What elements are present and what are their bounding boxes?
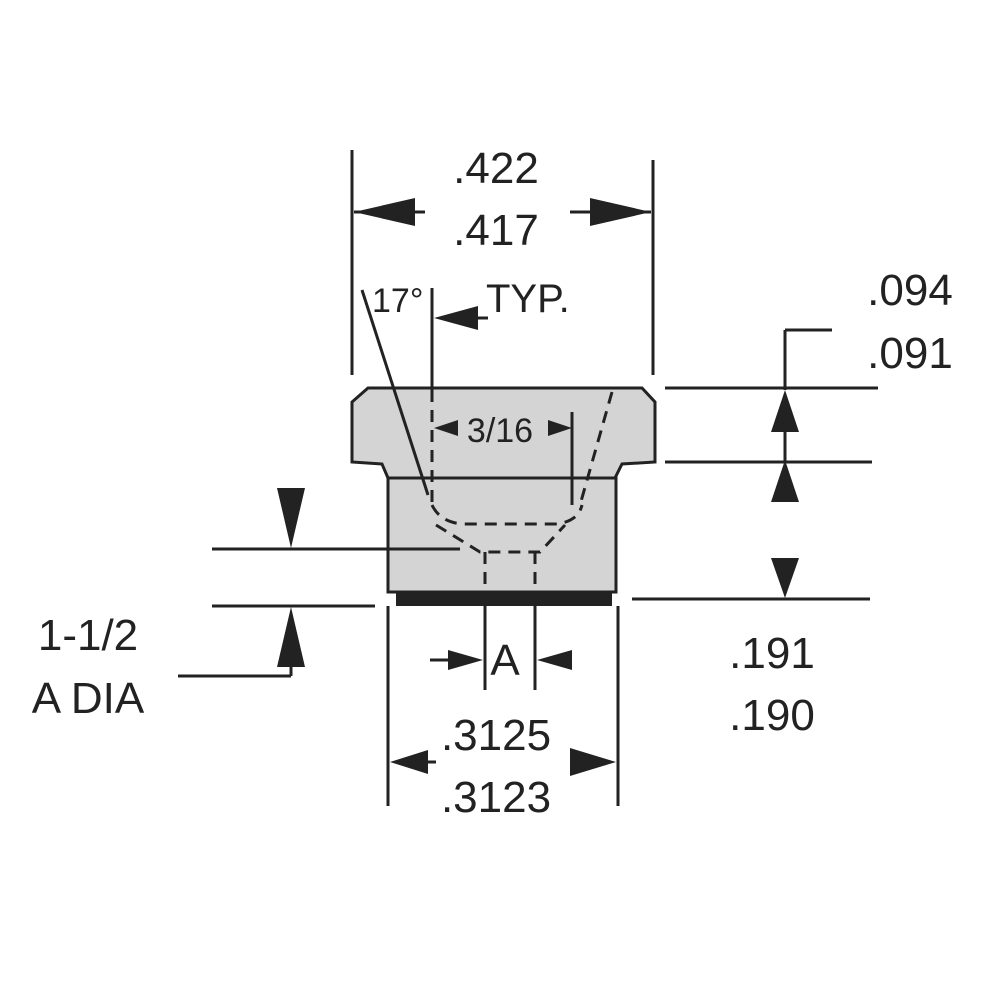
counterbore-bottom (430, 504, 584, 526)
counterbore-arrow-right (548, 420, 572, 436)
body-dia-max-label: .3125 (441, 711, 551, 760)
chamfer-cone (435, 523, 567, 554)
body-shape (386, 476, 618, 594)
chamfer-depth-dimension: 1-1/2 A DIA (32, 488, 460, 723)
body-diameter-dimension: .3125 .3123 (386, 606, 620, 822)
hole-arrow-left (448, 650, 483, 670)
counterbore-label: 3/16 (467, 412, 533, 450)
body-height-min-label: .190 (729, 691, 815, 740)
body-dia-min-label: .3123 (441, 773, 551, 822)
hole-dimension: A (430, 592, 572, 690)
angle-leader (360, 289, 430, 496)
flange-thickness-dimension: .094 .091 (665, 266, 953, 502)
flange-width-dimension: .422 .417 (350, 144, 655, 375)
chamfer-note-line1: 1-1/2 (38, 611, 138, 660)
flange-width-min-label: .417 (453, 206, 539, 255)
flange-width-max-label: .422 (453, 144, 539, 193)
hole-label: A (490, 636, 520, 685)
angle-arrowhead (434, 306, 478, 330)
bushing-part (350, 386, 657, 606)
angle-note: TYP. (486, 277, 570, 321)
flange-thickness-min-label: .091 (867, 329, 953, 378)
flange-thickness-max-label: .094 (867, 266, 953, 315)
counterbore-arrow-left (434, 420, 458, 436)
body-height-dimension: .191 .190 (632, 558, 870, 740)
body-height-max-label: .191 (729, 629, 815, 678)
body-dia-arrow-right (570, 748, 616, 776)
body-dia-arrow-left (390, 750, 428, 774)
chamfer-arrow-up (277, 607, 305, 667)
counterbore-dimension: 3/16 (434, 412, 574, 505)
hole-arrow-right (537, 650, 572, 670)
base-band (396, 592, 612, 606)
body-height-arrow (771, 558, 799, 598)
flange-arrow-up (771, 390, 799, 432)
hidden-lines (430, 390, 614, 592)
flange-arrow-down (771, 460, 799, 502)
angle-label: 17° (372, 282, 423, 320)
chamfer-note-line2: A DIA (32, 674, 145, 723)
angle-callout: 17° TYP. (360, 277, 570, 496)
chamfer-arrow-down (277, 488, 305, 548)
